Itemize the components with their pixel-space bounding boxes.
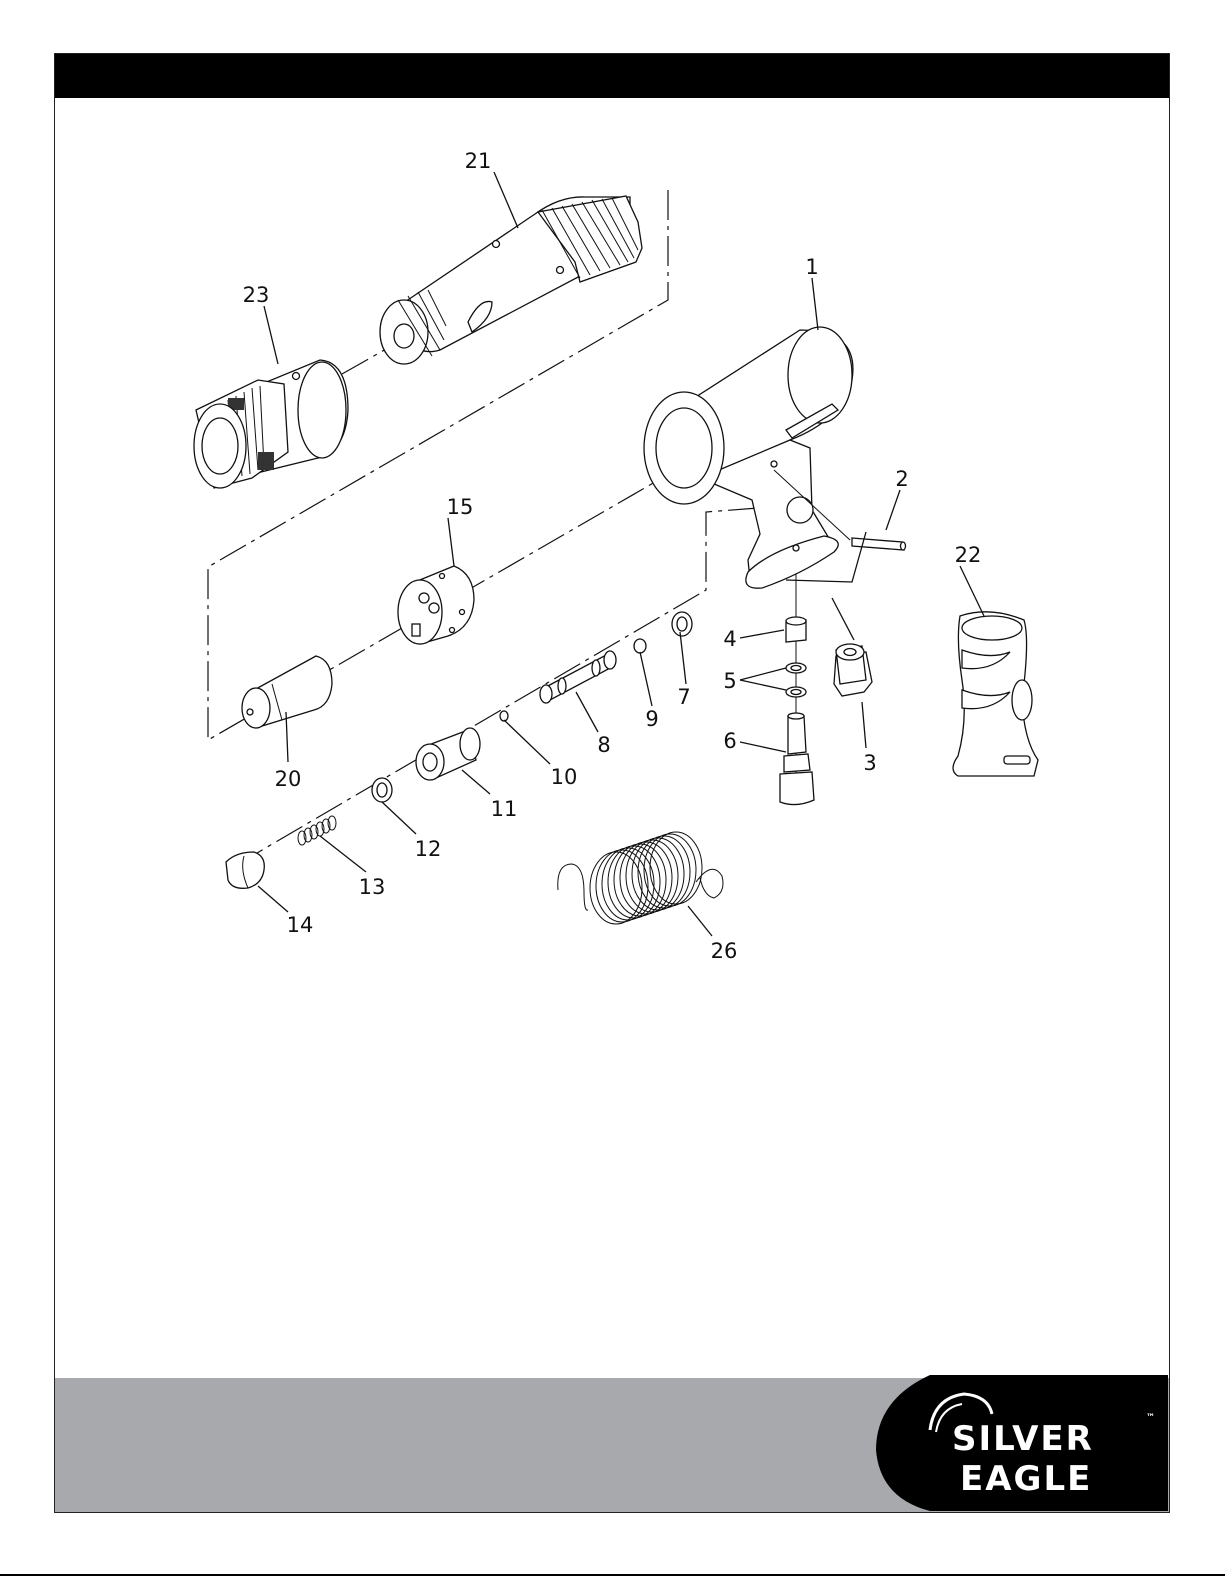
part-26-hose-spring xyxy=(558,832,723,924)
part-7-o-ring-inner xyxy=(677,617,687,631)
callout-9: 9 xyxy=(645,707,658,731)
part-20-piston xyxy=(242,656,332,728)
logo-line-2: EAGLE xyxy=(960,1459,1092,1499)
callout-5: 5 xyxy=(723,669,736,693)
callout-10: 10 xyxy=(551,765,578,789)
part-6-valve-stem xyxy=(780,713,814,805)
part-13-spring xyxy=(298,816,336,845)
callout-14: 14 xyxy=(287,913,314,937)
silver-eagle-logo: SILVER ™ EAGLE xyxy=(876,1375,1168,1511)
callout-2: 2 xyxy=(895,467,908,491)
callout-15: 15 xyxy=(447,495,474,519)
part-10-o-ring xyxy=(500,711,508,721)
leader-lines xyxy=(258,172,984,936)
part-9-o-ring xyxy=(634,639,646,653)
callout-7: 7 xyxy=(677,685,690,709)
part-23-retainer xyxy=(194,360,348,488)
callout-3: 3 xyxy=(863,751,876,775)
part-15-head xyxy=(398,566,474,644)
part-1-housing xyxy=(644,327,853,588)
callout-4: 4 xyxy=(723,627,736,651)
part-4-valve-seat xyxy=(786,617,806,642)
logo-line-1: SILVER xyxy=(952,1419,1094,1459)
callout-11: 11 xyxy=(491,797,518,821)
callout-8: 8 xyxy=(597,733,610,757)
part-14-button xyxy=(226,852,264,888)
callout-1: 1 xyxy=(805,255,818,279)
logo-trademark: ™ xyxy=(1146,1413,1157,1423)
callout-26: 26 xyxy=(711,939,738,963)
callout-21: 21 xyxy=(465,149,492,173)
callout-12: 12 xyxy=(415,837,442,861)
callout-23: 23 xyxy=(243,283,270,307)
part-11-bushing xyxy=(416,728,480,780)
part-22-grip xyxy=(953,612,1038,776)
callout-22: 22 xyxy=(955,543,982,567)
callout-6: 6 xyxy=(723,729,736,753)
part-12-washer-inner xyxy=(377,783,387,797)
callout-20: 20 xyxy=(275,767,302,791)
part-3-inlet xyxy=(834,644,872,696)
callout-13: 13 xyxy=(359,875,386,899)
bottom-rule xyxy=(0,1574,1225,1576)
part-21-barrel xyxy=(380,196,642,364)
